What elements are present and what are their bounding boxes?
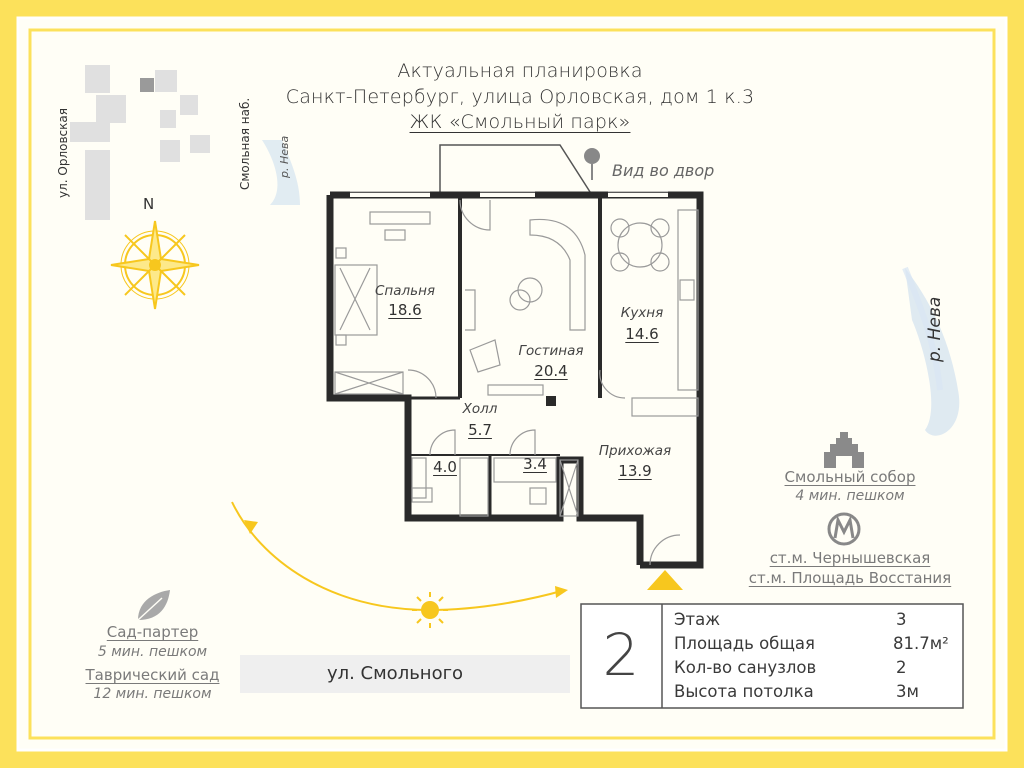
poi-sobor-name[interactable]: Смольный собор	[784, 468, 916, 486]
leaf-icon	[137, 590, 170, 621]
compass-north: N	[143, 195, 155, 213]
info-value-ceiling: 3м	[896, 682, 919, 701]
poi-metro1[interactable]: ст.м. Чернышевская	[769, 549, 931, 567]
sun-arrow-left	[244, 520, 258, 534]
room-hall-name: Холл	[462, 401, 498, 417]
title-line1: Актуальная планировка	[397, 60, 643, 82]
info-value-baths: 2	[896, 658, 907, 677]
info-label-ceiling: Высота потолка	[674, 682, 814, 701]
room-bedroom-name: Спальня	[374, 283, 436, 299]
view-pin-icon	[584, 148, 600, 180]
title-complex: ЖК «Смольный парк»	[409, 111, 631, 133]
street-band	[240, 655, 570, 693]
cathedral-icon	[824, 432, 864, 468]
poi-sad-dist: 5 мин. пешком	[97, 644, 208, 660]
room-kitchen-name: Кухня	[620, 305, 664, 321]
city-blocks	[70, 65, 210, 220]
info-rooms-count: 2	[602, 621, 640, 689]
info-value-area: 81.7м²	[893, 634, 949, 653]
sun-arrow-right	[555, 586, 568, 598]
room-entry-area: 13.9	[618, 462, 652, 480]
info-label-baths: Кол-во санузлов	[674, 658, 817, 677]
room-bath2-area: 3.4	[523, 455, 547, 473]
room-bedroom-area: 18.6	[388, 301, 422, 319]
info-box	[580, 603, 964, 709]
poi-sad-name[interactable]: Сад-партер	[106, 623, 199, 641]
room-kitchen-area: 14.6	[625, 325, 659, 343]
poi-tavr-name[interactable]: Таврический сад	[85, 666, 220, 684]
poi-tavr-dist: 12 мин. пешком	[93, 686, 212, 702]
view-label: Вид во двор	[612, 161, 715, 180]
info-label-area: Площадь общая	[674, 634, 815, 653]
info-label-floor: Этаж	[674, 610, 721, 629]
compass-icon	[110, 220, 200, 310]
street-smolnogo: ул. Смольного	[326, 663, 464, 684]
river-neva-small	[262, 140, 300, 205]
poi-sobor-dist: 4 мин. пешком	[795, 488, 905, 504]
room-entry-name: Прихожая	[598, 443, 672, 459]
room-living-name: Гостиная	[518, 343, 584, 359]
sun-icon	[412, 592, 448, 628]
info-value-floor: 3	[896, 610, 907, 629]
metro-icon	[827, 512, 861, 546]
room-hall-area: 5.7	[468, 421, 492, 439]
poi-metro2[interactable]: ст.м. Площадь Восстания	[748, 569, 952, 587]
room-living-area: 20.4	[534, 362, 568, 380]
entrance-marker	[647, 570, 683, 590]
room-bath1-area: 4.0	[433, 458, 457, 476]
title-line2: Санкт-Петербург, улица Орловская, дом 1 …	[285, 86, 755, 108]
